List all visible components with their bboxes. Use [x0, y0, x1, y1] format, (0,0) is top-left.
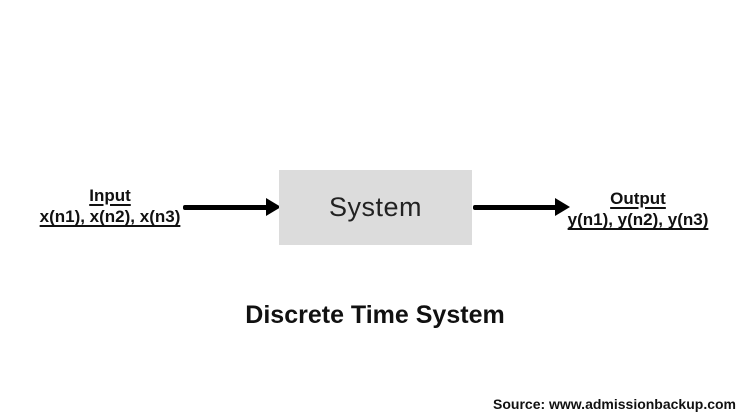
input-block: Input x(n1), x(n2), x(n3): [20, 186, 200, 228]
input-arrow-line: [183, 205, 268, 210]
output-label: Output: [610, 189, 666, 208]
output-arrow-head-icon: [555, 198, 570, 216]
input-signal-values: x(n1), x(n2), x(n3): [39, 207, 181, 227]
output-block: Output y(n1), y(n2), y(n3): [548, 189, 728, 231]
source-credit: Source: www.admissionbackup.com: [493, 396, 736, 412]
system-box-label: System: [328, 192, 423, 222]
output-signal-values: y(n1), y(n2), y(n3): [567, 210, 709, 230]
diagram-title: Discrete Time System: [245, 301, 505, 329]
system-box: System: [279, 170, 472, 245]
input-arrow-head-icon: [266, 198, 281, 216]
input-label: Input: [89, 186, 131, 205]
output-arrow-line: [473, 205, 557, 210]
